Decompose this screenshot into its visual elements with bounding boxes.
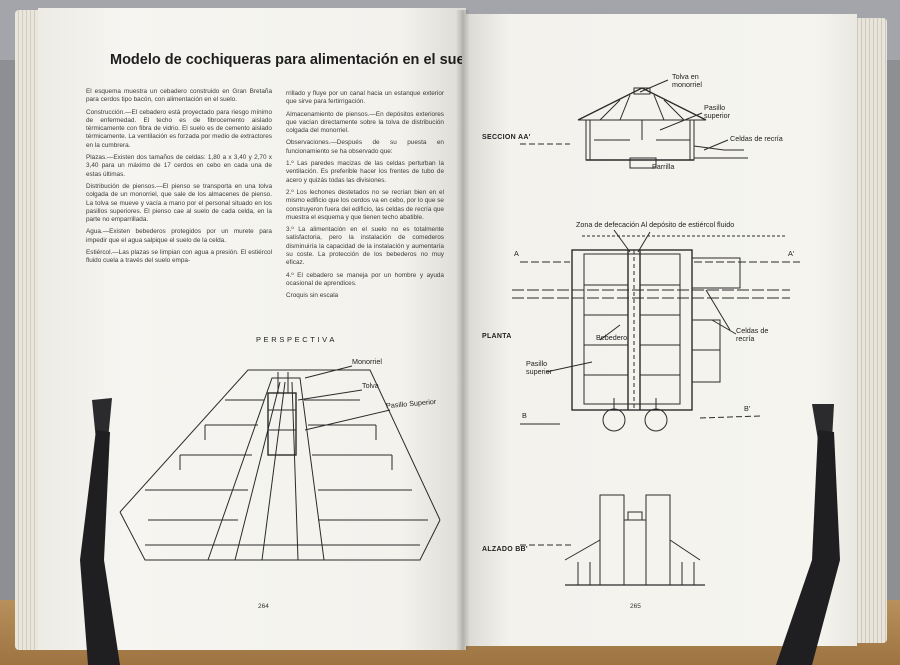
paragraph: Almacenamiento de piensos.—En depósitos … — [286, 110, 444, 135]
text-column-a: El esquema muestra un cebadero construid… — [86, 88, 272, 270]
paragraph: 3.º La alimentación en el suelo no es to… — [286, 226, 444, 267]
book-gutter — [456, 10, 470, 650]
paragraph: Plazas.—Existen dos tamaños de celdas: 1… — [86, 154, 272, 178]
axis-a-prime: A' — [788, 249, 795, 258]
label-bebedero: Bebedero — [596, 333, 628, 342]
perspective-heading: P E R S P E C T I V A — [256, 335, 335, 344]
paragraph: 4.º El cebadero se maneja por un hombre … — [286, 271, 444, 287]
caption: Croquis sin escala — [286, 292, 339, 300]
page-title: Modelo de cochiqueras para alimentación … — [110, 52, 478, 68]
paragraph: Distribución de piensos.—El pienso se tr… — [86, 182, 272, 224]
paragraph: Construcción.—El cebadero está proyectad… — [86, 108, 272, 149]
left-page — [38, 8, 466, 650]
label-pasillo-superior-section: Pasillo superior — [704, 103, 730, 120]
right-page — [462, 14, 857, 646]
paragraph: Observaciones.—Después de su puesta en f… — [286, 139, 444, 155]
axis-a: A — [514, 249, 519, 258]
paragraph: El esquema muestra un cebadero construid… — [86, 88, 272, 104]
label-celdas-recria-planta: Celdas de recría — [736, 326, 769, 343]
label-celdas-recria-section: Celdas de recría — [730, 134, 783, 143]
planta-heading: PLANTA — [482, 333, 512, 340]
paragraph: rrillado y fluye por un canal hacia un e… — [286, 90, 444, 106]
label-pasillo-superior-planta: Pasillo superior — [526, 359, 552, 376]
page-number-left: 264 — [258, 603, 269, 610]
text-column-b: rrillado y fluye por un canal hacia un e… — [286, 90, 444, 305]
axis-b-prime: B' — [744, 404, 751, 413]
paragraph: Agua.—Existen bebederos protegidos por u… — [86, 228, 272, 244]
alzado-heading: ALZADO BB' — [482, 546, 528, 553]
page-number-right: 265 — [630, 603, 641, 610]
label-parrilla: Parrilla — [652, 162, 675, 171]
paragraph: 1.º Las paredes macizas de las celdas pe… — [286, 160, 444, 184]
axis-b: B — [522, 411, 527, 420]
section-aa-heading: SECCION AA' — [482, 134, 531, 141]
label-tolva-monorriel: Tolva en monorriel — [672, 72, 702, 89]
paragraph: Estiércol.—Las plazas se limpian con agu… — [86, 249, 272, 265]
planta-top-label: Zona de defecación Al depósito de estiér… — [576, 220, 735, 229]
label-monorriel: Monorriel — [352, 357, 382, 366]
label-tolva: Tolva — [362, 381, 379, 390]
paragraph: 2.º Los lechones destetados no se recría… — [286, 188, 444, 221]
